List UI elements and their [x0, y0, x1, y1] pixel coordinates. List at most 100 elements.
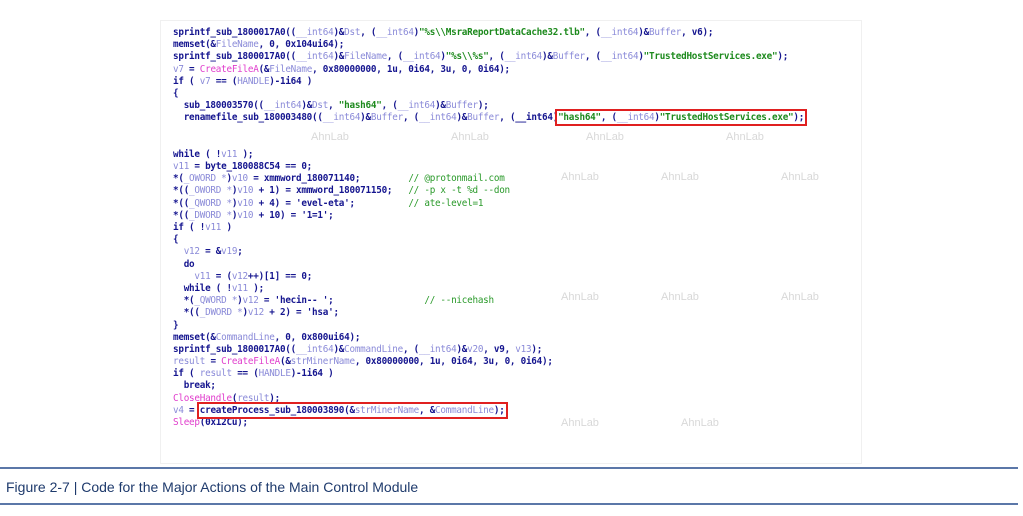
code-token: = 'hecin-- '; — [258, 295, 425, 307]
code-token: = — [183, 63, 200, 75]
code-token: )& — [456, 343, 468, 355]
code-token: Dst — [344, 27, 361, 38]
code-token: , (__int64) — [499, 112, 559, 124]
code-token: if ( ! — [173, 222, 206, 233]
code-token: result — [199, 368, 232, 380]
code-line: if ( result == (HANDLE)-1i64 ) — [173, 368, 804, 380]
code-token: Buffer — [467, 112, 500, 124]
code-token: )& — [333, 343, 345, 355]
code-line: v11 = (v12++)[1] == 0; — [173, 271, 804, 283]
code-token: ); — [493, 404, 505, 416]
code-token: , ( — [402, 343, 420, 355]
watermark: AhnLab — [726, 131, 764, 143]
code-token: Buffer — [552, 51, 585, 63]
code-token: ) — [231, 185, 238, 197]
code-token: , v9, — [483, 343, 516, 355]
code-line: while ( !v11 ); — [173, 283, 804, 295]
watermark: AhnLab — [781, 171, 819, 183]
code-token: )& — [333, 27, 345, 38]
code-token: "hash64" — [338, 100, 382, 112]
code-token: , 0, 0x800ui64); — [274, 331, 361, 343]
code-token: *(( — [173, 197, 190, 209]
code-token: ); — [793, 112, 805, 124]
code-token: ); — [477, 100, 489, 112]
code-token: ); — [247, 282, 264, 294]
code-token: , ( — [386, 51, 403, 63]
code-token: ); — [269, 392, 280, 404]
code-token: Buffer — [445, 100, 478, 112]
code-token: createProcess_sub_180003890(& — [199, 404, 355, 416]
code-token: _OWORD * — [189, 185, 232, 197]
code-token: renamefile_sub_180003480(( — [173, 112, 323, 124]
code-token: )& — [542, 51, 553, 63]
code-token: _QWORD * — [194, 295, 238, 307]
code-token: __int64 — [600, 51, 639, 63]
code-token: Dst — [312, 100, 329, 112]
code-token: + 1) = xmmword_180071150; — [253, 185, 409, 197]
code-token: CreateFileA — [221, 356, 280, 368]
code-token: // --nicehash — [424, 295, 494, 307]
code-token: )& — [333, 51, 345, 63]
code-token: ); — [531, 343, 543, 355]
code-token: = xmmword_180071140; — [247, 173, 409, 185]
code-token: _QWORD * — [189, 197, 232, 209]
code-token: *(( — [173, 185, 190, 197]
code-token: { — [173, 234, 179, 246]
code-token: sprintf_sub_1800017A0(( — [173, 51, 296, 63]
code-line: while ( !v11 ); — [173, 149, 804, 161]
code-token: "TrustedHostServices.exe" — [643, 51, 778, 63]
code-token: Sleep — [173, 417, 200, 428]
code-token: _OWORD * — [183, 173, 227, 185]
code-token: __int64 — [419, 112, 457, 124]
code-token: sprintf_sub_1800017A0(( — [173, 343, 296, 355]
code-token: sub_180003570(( — [173, 100, 264, 112]
code-token: v7 — [199, 75, 211, 87]
code-token: HANDLE — [237, 75, 270, 87]
code-line: if ( v7 == (HANDLE)-1i64 ) — [173, 76, 804, 88]
code-token: , ( — [360, 27, 377, 38]
code-token: v12 — [242, 295, 259, 307]
code-token: , 0, 0x104ui64); — [258, 39, 345, 51]
code-token — [173, 246, 184, 257]
code-token: == ( — [210, 75, 238, 87]
code-token: + 10) = '1=1'; — [253, 209, 334, 221]
code-token: v4 — [173, 404, 184, 416]
code-token: )& — [435, 100, 446, 112]
code-token: FileName — [344, 51, 387, 63]
code-token: v11 — [194, 270, 211, 282]
code-token — [173, 271, 194, 282]
code-token: , 0x80000000, 1u, 0i64, 3u, 0, 0i64); — [354, 356, 553, 368]
code-token: ) — [237, 295, 243, 307]
code-token: *( — [173, 173, 184, 185]
code-token: while ( ! — [173, 148, 222, 160]
code-token: )-1i64 ) — [290, 368, 334, 380]
highlight-box: "hash64", (__int64)"TrustedHostServices.… — [555, 109, 808, 127]
code-line: *((_DWORD *)v10 + 10) = '1=1'; — [173, 210, 804, 222]
figure-caption: Figure 2-7 | Code for the Major Actions … — [6, 479, 419, 495]
code-token: )-1i64 ) — [269, 75, 313, 87]
code-line: *((_OWORD *)v10 + 1) = xmmword_180071150… — [173, 185, 804, 197]
code-line: if ( !v11 ) — [173, 222, 804, 234]
code-token: __int64 — [296, 27, 334, 38]
code-line: } — [173, 320, 804, 332]
code-line: break; — [173, 380, 804, 392]
code-token: , & — [419, 404, 436, 416]
code-token: memset(& — [173, 331, 216, 343]
code-token: v12 — [183, 246, 200, 258]
code-token: result — [237, 392, 270, 404]
code-token: break; — [173, 380, 216, 392]
code-line: v11 = byte_180088C54 == 0; — [173, 161, 804, 173]
code-token: // @protonmail.com — [408, 173, 505, 185]
code-token: __int64 — [402, 51, 441, 63]
code-token: Buffer — [370, 112, 403, 124]
code-token: (0x12Cu); — [199, 417, 248, 428]
code-line: sprintf_sub_1800017A0((__int64)&CommandL… — [173, 344, 804, 356]
code-token: (& — [258, 63, 270, 75]
code-token: v10 — [237, 197, 254, 209]
code-token: v10 — [237, 209, 254, 221]
code-token: _DWORD * — [189, 209, 232, 221]
code-line: renamefile_sub_180003480((__int64)&Buffe… — [173, 109, 808, 127]
code-token: , ( — [584, 27, 601, 38]
code-token: v12 — [231, 270, 248, 282]
code-token: ) — [226, 173, 232, 185]
